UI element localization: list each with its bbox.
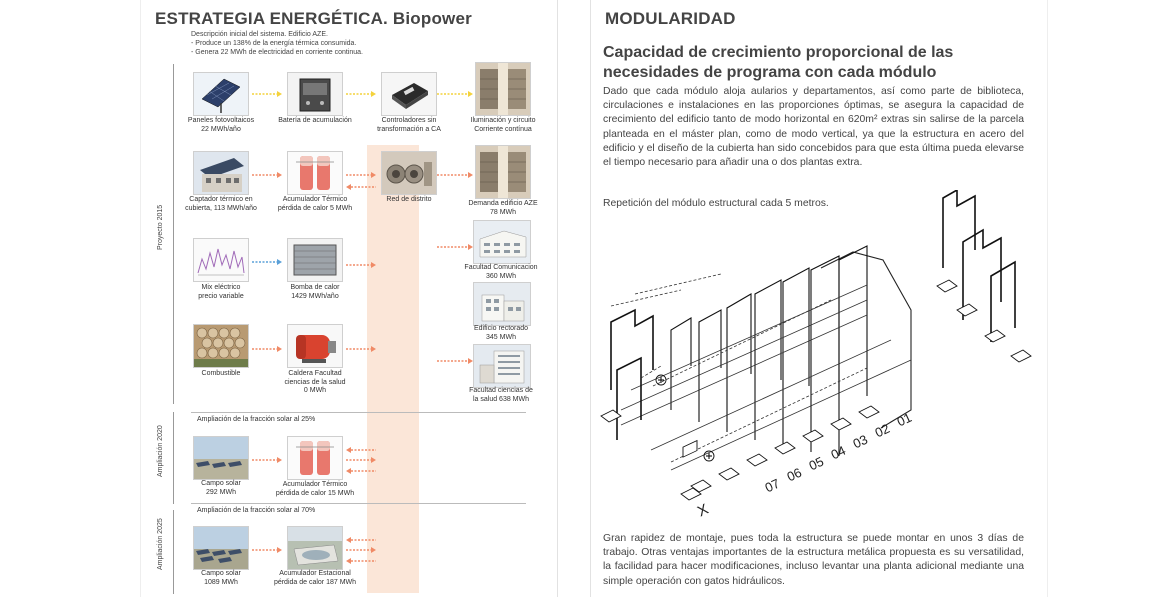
phase-label-2025: Ampliación 2025: [157, 518, 164, 570]
energy-flow-arrow: [346, 537, 376, 543]
phase-divider: [173, 510, 174, 594]
health-faculty-image: [473, 344, 531, 388]
description-line: Descripción inicial del sistema. Edifici…: [191, 30, 363, 39]
battery-image: [287, 72, 343, 116]
energy-flow-arrow: [252, 259, 282, 265]
energy-flow-arrow: [346, 262, 376, 268]
energy-flow-arrow: [346, 558, 376, 564]
thermal-accumulator-2020-image: [287, 436, 343, 480]
district-network-image: [381, 151, 437, 195]
thermal-collector-image: [193, 151, 249, 195]
phase-divider: [173, 64, 174, 404]
ampliacion-2020-label: Ampliación de la fracción solar al 25%: [197, 416, 315, 423]
modularity-panel: MODULARIDAD Capacidad de crecimiento pro…: [590, 0, 1048, 597]
solar-field-2025-image: [193, 526, 249, 570]
energy-flow-arrow: [346, 346, 376, 352]
fuel-caption: Combustible: [179, 370, 263, 379]
modularity-paragraph-assembly: Gran rapidez de montaje, pues toda la es…: [603, 532, 1024, 589]
energy-flow-arrow: [252, 172, 282, 178]
district-network-band: [367, 145, 419, 593]
description-line: - Produce un 138% de la energía térmica …: [191, 39, 363, 48]
district-network-caption: Red de distrito: [367, 196, 451, 205]
energy-flow-arrow: [252, 547, 282, 553]
energy-flow-arrow: [252, 91, 282, 97]
seasonal-accumulator-image: [287, 526, 343, 570]
description-line: - Genera 22 MWh de electricidad en corri…: [191, 48, 363, 57]
aze-building-interior-image: [475, 145, 531, 199]
solar-field-2020-image: [193, 436, 249, 480]
energy-flow-arrow: [346, 447, 376, 453]
modularity-subtitle: Capacidad de crecimiento proporcional de…: [603, 43, 993, 83]
thermal-accumulator-image: [287, 151, 343, 195]
section-divider: [191, 412, 526, 413]
energy-flow-arrow: [252, 346, 282, 352]
energy-strategy-panel: ESTRATEGIA ENERGÉTICA. Biopower Descripc…: [140, 0, 558, 597]
energy-flow-arrow: [346, 457, 376, 463]
phase-label-2015: Proyecto 2015: [157, 205, 164, 250]
system-description: Descripción inicial del sistema. Edifici…: [191, 30, 363, 57]
heat-pump-image: [287, 238, 343, 282]
phase-label-2020: Ampliación 2020: [157, 425, 164, 477]
energy-flow-arrow: [437, 91, 473, 97]
solar-panel-image: [193, 72, 249, 116]
battery-caption: Batería de acumulación: [273, 117, 357, 126]
rectorate-building-image: [473, 282, 531, 326]
boiler-image: [287, 324, 343, 368]
energy-flow-arrow: [346, 172, 376, 178]
energy-flow-arrow: [252, 457, 282, 463]
energy-flow-arrow: [346, 91, 376, 97]
ampliacion-2025-label: Ampliación de la fracción solar al 70%: [197, 507, 315, 514]
structural-module-diagram: [591, 190, 1047, 530]
controller-image: [381, 72, 437, 116]
fuel-wood-image: [193, 324, 249, 368]
energy-flow-arrow: [346, 547, 376, 553]
energy-flow-arrow: [437, 244, 473, 250]
communication-faculty-image: [473, 220, 531, 264]
electric-mix-chart-image: [193, 238, 249, 282]
energy-flow-arrow: [346, 184, 376, 190]
energy-strategy-title: ESTRATEGIA ENERGÉTICA. Biopower: [155, 9, 472, 29]
phase-divider: [173, 412, 174, 504]
modularity-title: MODULARIDAD: [605, 9, 736, 29]
section-divider: [191, 503, 526, 504]
lighting-interior-image: [475, 62, 531, 116]
energy-flow-arrow: [437, 358, 473, 364]
energy-flow-arrow: [437, 172, 473, 178]
modularity-paragraph-growth: Dado que cada módulo aloja aularios y de…: [603, 85, 1024, 170]
energy-flow-arrow: [346, 468, 376, 474]
